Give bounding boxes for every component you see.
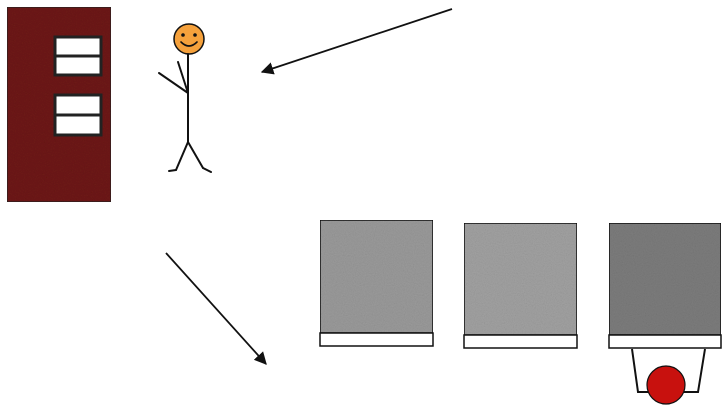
panel-3	[609, 223, 721, 404]
panel-2	[464, 223, 577, 348]
cart-icon	[632, 349, 705, 404]
arrow-to-panels	[166, 253, 266, 364]
smiley-face-icon	[174, 24, 204, 54]
stick-figure-icon	[159, 24, 211, 172]
building-window-top	[55, 37, 101, 75]
panel-1	[320, 220, 433, 346]
building-window-bottom	[55, 95, 101, 135]
red-ball-icon	[647, 366, 685, 404]
arrow-to-person	[262, 9, 452, 72]
brick-building-icon	[7, 7, 111, 202]
